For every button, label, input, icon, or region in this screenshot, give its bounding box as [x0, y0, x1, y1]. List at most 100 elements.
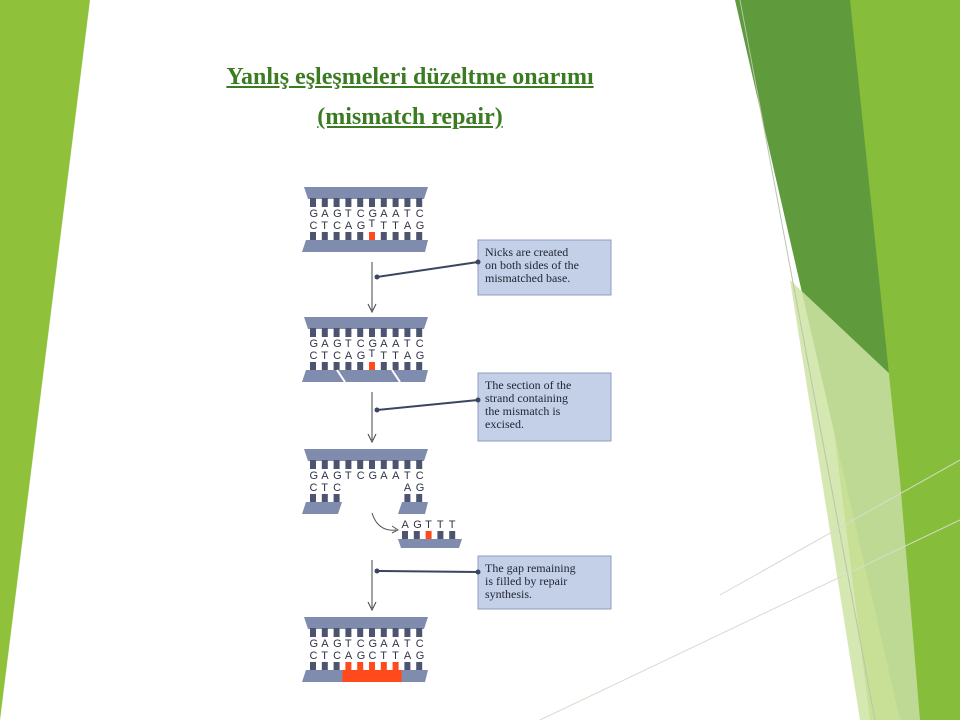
top-base-letter: T: [345, 208, 352, 220]
top-base-letter: A: [321, 470, 329, 482]
bottom-base-bar: [404, 232, 411, 241]
bottom-base-bar: [333, 662, 340, 671]
nick-mark-left: [336, 369, 346, 383]
top-base-letter: A: [380, 638, 388, 650]
top-base-bar: [345, 628, 352, 637]
bottom-base-bar: [416, 662, 423, 671]
excised-base-letter: T: [425, 519, 432, 531]
top-base-bar: [404, 460, 411, 469]
step-arrow-head: [367, 433, 377, 444]
bottom-backbone-right: [398, 502, 428, 514]
top-base-bar: [310, 628, 316, 637]
top-base-bar: [380, 460, 387, 469]
callout-box: [477, 555, 612, 610]
top-base-bar: [380, 198, 387, 207]
excised-base-bar: [413, 531, 420, 540]
callout-text-line: on both sides of the: [485, 258, 579, 272]
callout-leader-line: [376, 399, 479, 411]
bottom-base-letter: C: [333, 482, 341, 494]
top-base-bar: [321, 328, 328, 337]
top-base-bar: [310, 460, 316, 469]
repaired-base-highlight: [392, 662, 399, 671]
bottom-base-bar: [310, 232, 316, 241]
top-base-letter: A: [392, 470, 400, 482]
callout-box-dot: [475, 259, 481, 265]
excised-base-letter: T: [449, 519, 456, 531]
top-base-bar: [392, 328, 399, 337]
bottom-base-letter: A: [345, 350, 353, 362]
bottom-base-bar: [392, 232, 399, 241]
top-base-bar: [345, 460, 352, 469]
bottom-base-bar: [333, 362, 340, 371]
excision-arrow-head: [391, 525, 399, 534]
bottom-base-letter: A: [404, 482, 412, 494]
bottom-base-letter: A: [404, 650, 412, 662]
bottom-base-letter: G: [357, 220, 366, 232]
top-base-bar: [369, 328, 375, 337]
bottom-backbone-left: [302, 502, 342, 514]
top-base-letter: C: [416, 208, 424, 220]
callout-text-line: synthesis.: [485, 587, 532, 601]
top-base-letter: G: [333, 638, 342, 650]
top-base-bar: [369, 460, 375, 469]
callout-text-line: The gap remaining: [485, 561, 576, 575]
bottom-base-letter: T: [321, 482, 328, 494]
top-base-letter: A: [392, 208, 400, 220]
callout-leader-dot: [374, 407, 380, 413]
bottom-base-bar: [357, 362, 364, 371]
bottom-base-letter: T: [380, 220, 387, 232]
top-base-bar: [392, 460, 399, 469]
top-base-letter: T: [404, 208, 411, 220]
bottom-base-bar: [404, 662, 411, 671]
top-base-letter: A: [380, 470, 388, 482]
callout-text-line: strand containing: [485, 391, 568, 405]
excised-base-bar: [437, 531, 444, 540]
thin-line-1: [739, 0, 876, 720]
bottom-backbone: [302, 240, 428, 252]
callout-text-line: Nicks are created: [485, 245, 568, 259]
callout-box: [477, 239, 612, 296]
top-base-letter: T: [345, 338, 352, 350]
top-base-bar: [404, 628, 411, 637]
bottom-base-letter: T: [321, 650, 328, 662]
callout-leader-dot: [374, 274, 380, 280]
bottom-base-letter: T: [392, 350, 399, 362]
bottom-base-letter: T: [392, 220, 399, 232]
top-base-letter: G: [310, 470, 319, 482]
bottom-base-letter: C: [310, 220, 318, 232]
top-base-letter: C: [416, 338, 424, 350]
bottom-base-bar: [404, 494, 411, 503]
callout-leader-line: [376, 570, 479, 573]
bottom-base-bar: [333, 494, 340, 503]
bottom-base-bar: [345, 362, 352, 371]
bottom-base-letter: T: [392, 650, 399, 662]
top-base-bar: [380, 328, 387, 337]
top-base-bar: [416, 198, 423, 207]
bottom-base-bar: [380, 232, 387, 241]
bottom-base-letter: C: [333, 220, 341, 232]
top-base-letter: C: [357, 638, 365, 650]
top-base-bar: [333, 460, 340, 469]
repaired-base-highlight: [369, 662, 375, 671]
step-arrow-head: [367, 601, 377, 612]
bottom-base-letter: T: [369, 348, 376, 360]
top-base-letter: C: [416, 470, 424, 482]
bottom-base-bar: [416, 362, 423, 371]
left-green-stripe: [0, 0, 90, 720]
top-base-letter: T: [345, 470, 352, 482]
top-base-letter: T: [345, 638, 352, 650]
top-base-bar: [380, 628, 387, 637]
bottom-base-bar: [357, 232, 364, 241]
top-base-bar: [369, 628, 375, 637]
top-base-letter: A: [380, 338, 388, 350]
bottom-base-letter: T: [321, 220, 328, 232]
bottom-base-bar: [416, 232, 423, 241]
top-base-letter: G: [369, 338, 378, 350]
top-base-letter: T: [404, 338, 411, 350]
